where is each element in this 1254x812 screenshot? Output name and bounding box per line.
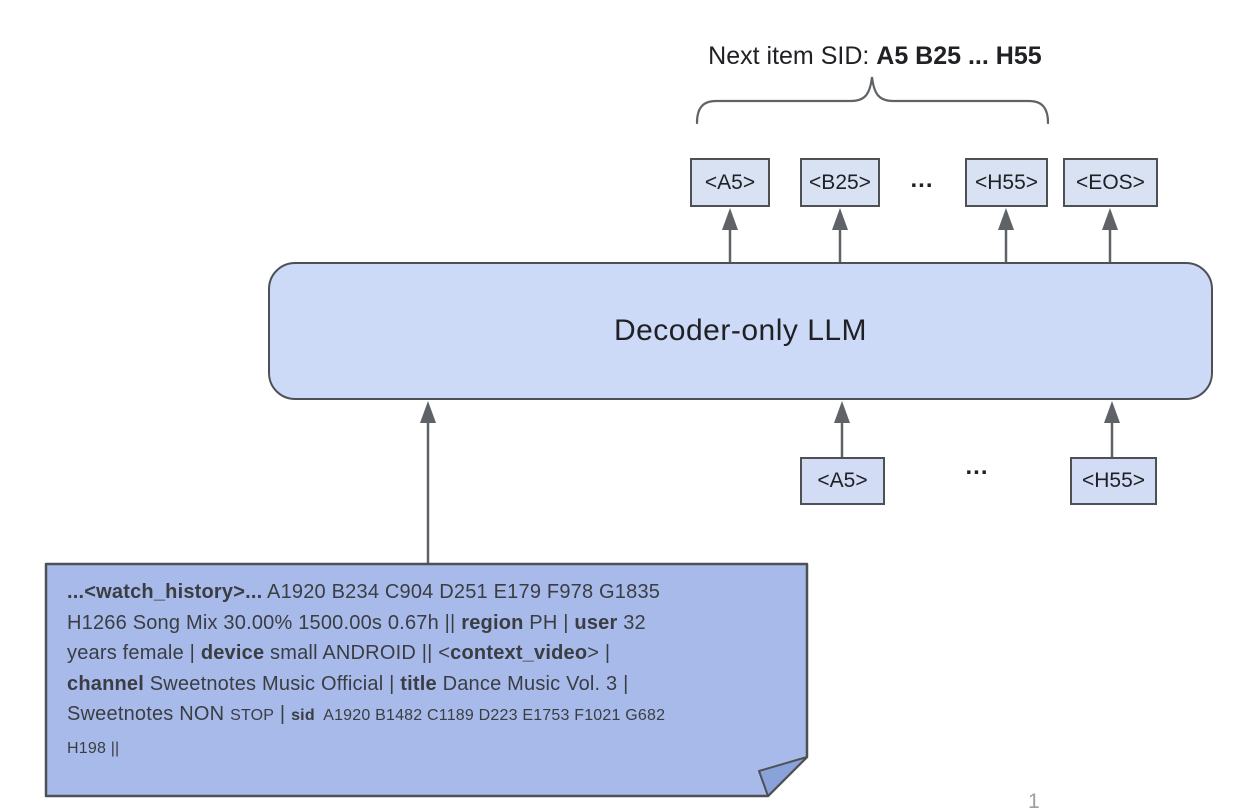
input-ellipsis: ...: [965, 453, 989, 480]
note-text-segment: region: [461, 611, 524, 634]
note-text-line: years female | device small ANDROID || <…: [67, 638, 802, 669]
output-token-b25: <B25>: [800, 158, 880, 207]
output-ellipsis: ...: [910, 166, 934, 193]
note-shape: [44, 562, 809, 798]
arrow-input-note: [420, 401, 436, 563]
note-text-segment: title: [400, 672, 437, 695]
note-text-segment: H198 ||: [67, 739, 120, 757]
output-token-eos: <EOS>: [1063, 158, 1158, 207]
note-text-line: ...<watch_history>... A1920 B234 C904 D2…: [67, 577, 802, 608]
note-text-segment: A1920 B1482 C1189 D223 E1753 F1021 G682: [314, 707, 666, 724]
arrow-output-b25: [832, 208, 848, 262]
note-text-segment: device: [200, 642, 265, 664]
note-text-segment: small ANDROID || <: [264, 642, 451, 664]
headline-sid-value: A5 B25 ... H55: [876, 42, 1042, 70]
note-text-line: channel Sweetnotes Music Official | titl…: [67, 669, 802, 700]
input-token-a5: <A5>: [800, 457, 885, 505]
note-text-line: Sweetnotes NON STOP | sid A1920 B1482 C1…: [67, 699, 802, 732]
note-text-segment: |: [274, 703, 292, 725]
brace-icon: [695, 76, 1050, 125]
note-fold-corner-icon: [758, 756, 808, 797]
headline-next-item-sid: Next item SID: A5 B25 ... H55: [561, 13, 1161, 100]
note-text-segment: years female |: [67, 642, 201, 664]
note-text-segment: H1266 Song Mix 30.00% 1500.00s 0.67h ||: [67, 611, 462, 634]
note-prompt-text: ...<watch_history>... A1920 B234 C904 D2…: [67, 577, 802, 764]
page-number: 1: [1028, 790, 1040, 812]
output-token-a5: <A5>: [690, 158, 770, 207]
note-text-segment: > |: [587, 642, 611, 664]
note-text-segment: Dance Music Vol. 3 |: [436, 672, 629, 695]
note-text-segment: Sweetnotes Music Official |: [143, 672, 401, 695]
arrow-input-h55: [1104, 401, 1120, 457]
input-token-h55: <H55>: [1070, 457, 1157, 505]
note-text-segment: STOP: [230, 707, 275, 724]
arrow-output-a5: [722, 208, 738, 262]
arrow-output-eos: [1102, 208, 1118, 262]
note-text-line: H198 ||: [67, 732, 802, 765]
note-text-segment: A1920 B234 C904 D251 E179 F978 G1835: [262, 581, 661, 603]
headline-prefix: Next item SID:: [708, 42, 877, 70]
note-text-segment: context_video: [450, 642, 588, 664]
note-text-segment: sid: [291, 707, 315, 724]
note-text-segment: channel: [67, 672, 144, 695]
note-text-segment: ...<watch_history>...: [67, 581, 263, 603]
note-text-segment: Sweetnotes NON: [67, 703, 231, 725]
note-text-line: H1266 Song Mix 30.00% 1500.00s 0.67h || …: [67, 608, 802, 639]
note-text-segment: 32: [617, 611, 646, 634]
decoder-llm-box: Decoder-only LLM: [268, 262, 1213, 400]
arrow-output-h55: [998, 208, 1014, 262]
arrow-input-a5: [834, 401, 850, 457]
note-text-segment: user: [574, 611, 618, 634]
output-token-h55: <H55>: [965, 158, 1048, 207]
note-text-segment: PH |: [523, 611, 575, 634]
